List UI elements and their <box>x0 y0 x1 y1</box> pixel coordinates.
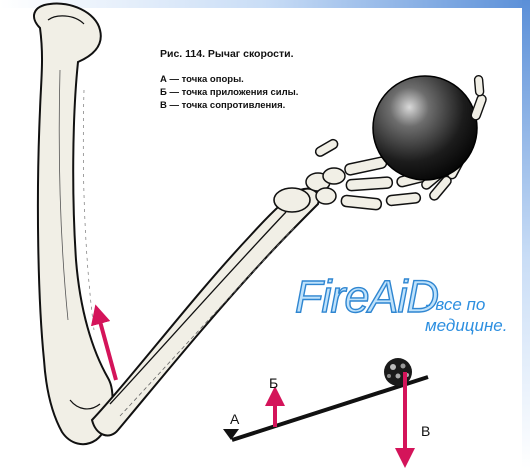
humerus-bone <box>34 4 112 445</box>
lever-bar <box>232 377 428 440</box>
caption-title: Рис. 114. Рычаг скорости. <box>160 48 360 60</box>
load-weight <box>384 358 412 386</box>
watermark-tagline-line-1: - все по <box>425 294 525 315</box>
watermark-tagline: - все по медицине. <box>425 294 525 336</box>
lever-label-b: Б <box>269 376 278 390</box>
caption-line-v: В — точка сопротивления. <box>160 99 360 112</box>
caption-line-a: А — точка опоры. <box>160 73 360 86</box>
lever-schematic <box>223 358 428 458</box>
ball <box>373 76 477 180</box>
watermark-tagline-line-2: медицине. <box>425 315 525 336</box>
watermark-logo: FireAiD <box>295 274 438 319</box>
figure-caption: Рис. 114. Рычаг скорости. А — точка опор… <box>160 48 360 112</box>
finger-tips <box>470 75 487 121</box>
caption-line-b: Б — точка приложения силы. <box>160 86 360 99</box>
forearm-bones <box>92 188 319 435</box>
lever-label-a: А <box>230 412 239 426</box>
lever-label-v: В <box>421 424 430 438</box>
